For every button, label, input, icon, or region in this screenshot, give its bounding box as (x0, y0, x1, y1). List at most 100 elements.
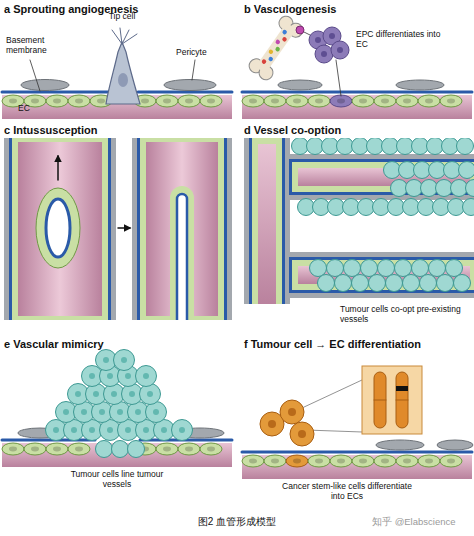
marrow-cell (275, 46, 281, 52)
cell-nucleus (403, 99, 411, 104)
cell-nucleus (447, 99, 455, 104)
annotation-label: EC (18, 104, 42, 114)
annotation-label: Basement membrane (6, 36, 64, 55)
cell-nucleus (163, 447, 171, 452)
cell-nucleus (121, 357, 127, 363)
endothelial-cell (178, 443, 200, 455)
endothelial-cell (396, 95, 418, 107)
cell-nucleus (271, 99, 279, 104)
cell-nucleus (249, 99, 257, 104)
cell-nucleus (321, 51, 327, 57)
cell-nucleus (329, 33, 335, 39)
stem-like-cell (290, 422, 314, 446)
vessel-lumen (242, 455, 472, 479)
tumour-cell (466, 180, 474, 197)
endothelial-cell (330, 455, 352, 467)
tumour-cell (459, 162, 474, 179)
tumour-cell (412, 260, 429, 277)
endothelial-cell (2, 443, 24, 455)
direction-arrow (57, 156, 59, 180)
filopodium (122, 34, 137, 44)
cell-nucleus (53, 427, 59, 433)
tumour-cell (337, 138, 354, 155)
tumour-cell (454, 275, 471, 292)
cell-nucleus (99, 409, 105, 415)
cell-nucleus (293, 459, 301, 464)
cell-nucleus (143, 427, 149, 433)
illustration-layer (2, 14, 474, 479)
cell-nucleus (93, 391, 99, 397)
tumour-cell (292, 138, 309, 155)
cell-nucleus (89, 427, 95, 433)
tumour-cell (437, 275, 454, 292)
tumour-cell (352, 138, 369, 155)
cell-nucleus (337, 47, 343, 53)
tumour-cell (433, 199, 450, 216)
cell-nucleus (268, 420, 276, 428)
tumour-cell (457, 138, 474, 155)
cell-nucleus (185, 447, 193, 452)
basement-membrane (2, 91, 108, 94)
tumour-cell (172, 420, 193, 441)
cell-nucleus (118, 73, 128, 87)
vessel-layer (284, 154, 474, 200)
cell-nucleus (9, 99, 17, 104)
tumour-cell (429, 260, 446, 277)
cell-nucleus (125, 373, 131, 379)
vessel-layer (244, 138, 290, 304)
endothelial-cell (46, 95, 68, 107)
basement-membrane (2, 439, 95, 442)
cell-nucleus (207, 447, 215, 452)
tumour-cell (436, 180, 453, 197)
vessel-fold-core (177, 194, 187, 320)
endothelial-cell (200, 443, 222, 455)
vessel-layer (4, 138, 116, 320)
cell-nucleus (125, 427, 131, 433)
endothelial-cell (68, 443, 90, 455)
cell-nucleus (249, 459, 257, 464)
cell-nucleus (298, 430, 306, 438)
tumour-cell (420, 275, 437, 292)
cell-nucleus (111, 391, 117, 397)
endothelial-cell (396, 455, 418, 467)
cell-nucleus (315, 459, 323, 464)
centromere (374, 400, 386, 401)
tumour-lining-cell (128, 441, 145, 458)
tumour-cell (367, 138, 384, 155)
annotation-label: Tumour cells co-opt pre-existing vessels (340, 305, 470, 324)
endothelial-cell (156, 443, 178, 455)
endothelial-cell (330, 95, 352, 107)
tumour-cell (369, 275, 386, 292)
cell-nucleus (153, 409, 159, 415)
tumour-cell (313, 199, 330, 216)
annotation-label: Tip cell (100, 12, 144, 22)
cell-nucleus (31, 447, 39, 452)
tumour-cell (421, 180, 438, 197)
tumour-cell (335, 275, 352, 292)
panel-heading: c Intussusception (4, 124, 234, 136)
chromosome-band (396, 386, 408, 391)
epc-cell (315, 45, 333, 63)
cell-nucleus (97, 99, 105, 104)
cell-nucleus (135, 409, 141, 415)
tumour-cell (322, 138, 339, 155)
tumour-cell (451, 180, 468, 197)
tumour-cell (463, 199, 474, 216)
tumour-cell (382, 138, 399, 155)
tumour-cell (418, 199, 435, 216)
cell-nucleus (315, 37, 321, 43)
tumour-cell (395, 260, 412, 277)
annotation-label: Pericyte (176, 48, 226, 58)
cell-nucleus (447, 459, 455, 464)
tumour-cell (403, 275, 420, 292)
progenitor-cell (296, 26, 304, 34)
panel-heading: d Vessel co-option (244, 124, 472, 136)
tumour-cell (328, 199, 345, 216)
cell-nucleus (75, 447, 83, 452)
pericyte-cell (437, 440, 473, 450)
endothelial-cell (440, 95, 462, 107)
vessel-layer (9, 138, 111, 320)
tumour-cell (384, 162, 401, 179)
